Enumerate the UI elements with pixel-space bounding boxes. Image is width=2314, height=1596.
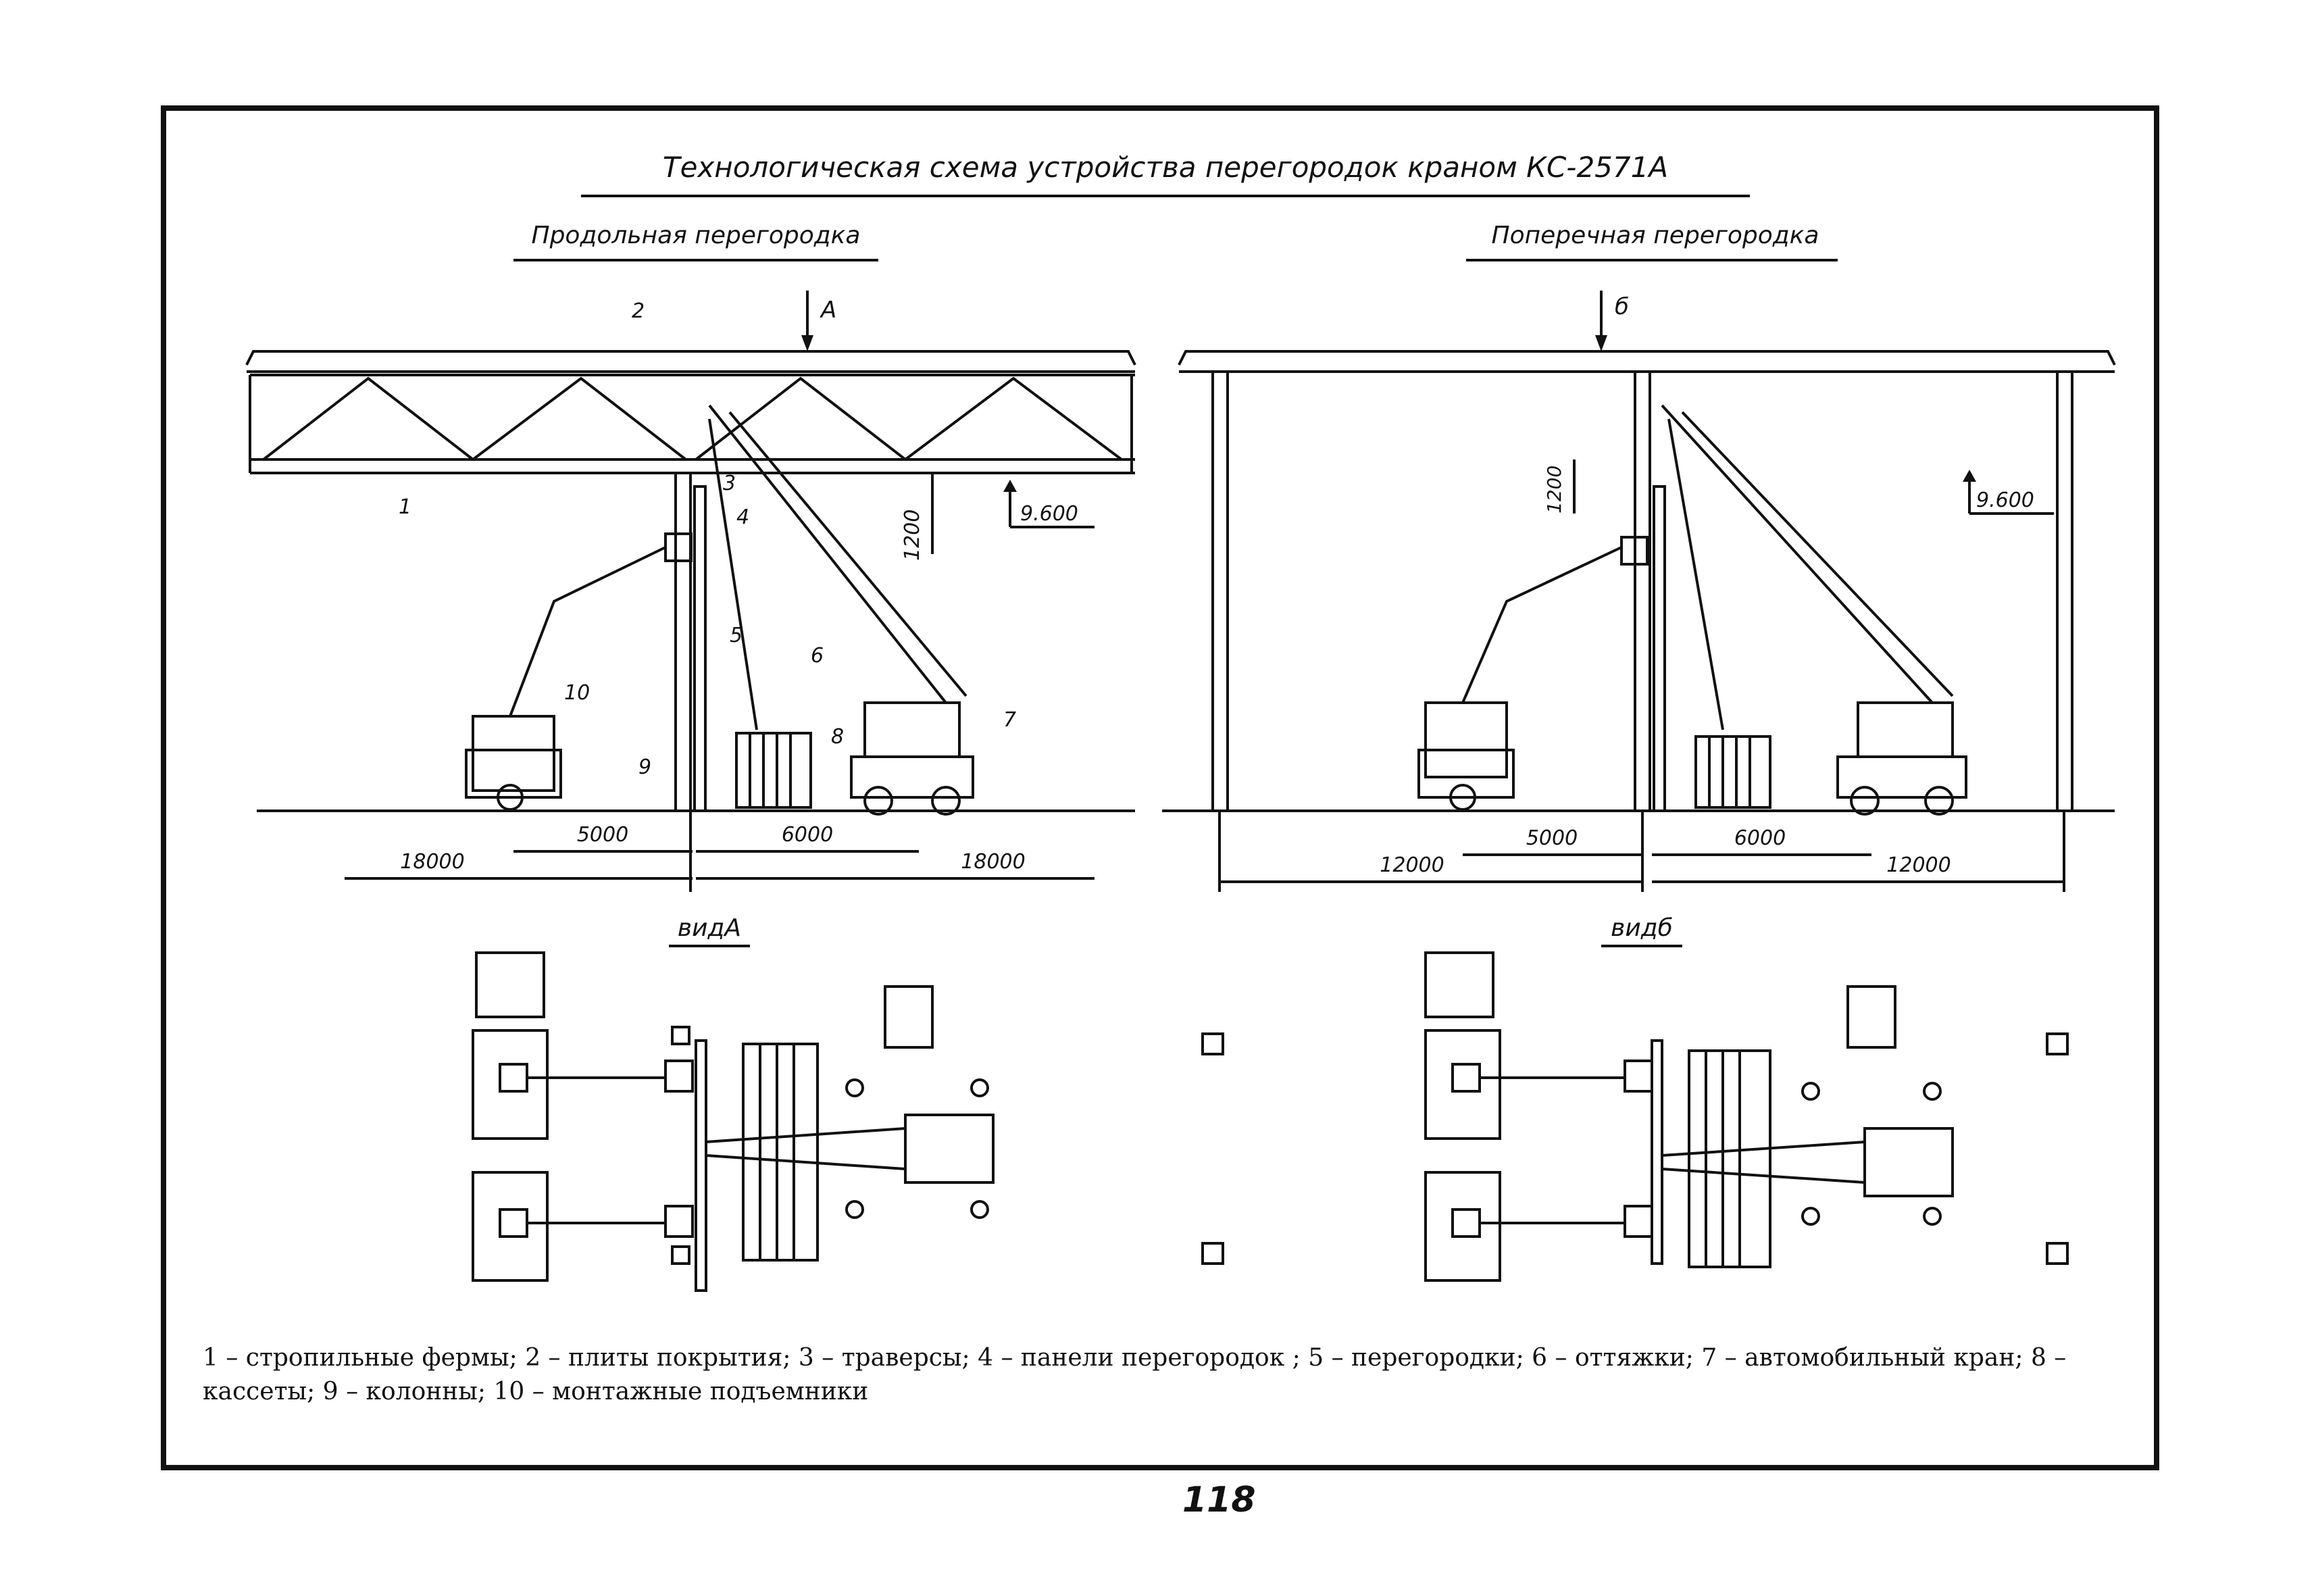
callout-1: 1 [399, 495, 411, 519]
lifter-plan-2 [472, 1171, 549, 1282]
callout-5: 5 [730, 624, 743, 647]
crane-wheel [863, 786, 893, 816]
column-middle [1634, 370, 1651, 812]
dim-18000-right-label: 18000 [961, 850, 1025, 874]
crane-boom-right [1661, 404, 1934, 704]
callout-9: 9 [638, 755, 651, 779]
crane-boom-plan-a [705, 1126, 907, 1171]
elevation-mark-left: 9.600 [1020, 502, 1078, 526]
column-plan-a [671, 1026, 690, 1045]
lifter-body-right [1424, 701, 1508, 778]
crane-body-plan-a [904, 1114, 995, 1184]
dim-5000-label: 5000 [577, 823, 628, 847]
roof-slab-left [245, 350, 1136, 366]
partition [693, 485, 707, 812]
right-elevation: 9.600 1200 б 5000 6000 12000 12000 [1162, 291, 2116, 892]
plan-view-b [1201, 951, 2069, 1282]
elevation-mark-right: 9.600 [1976, 489, 2034, 512]
cassette-right [1694, 735, 1771, 809]
column-plan-b-1 [1201, 1032, 1224, 1055]
lifter-arm-right [1461, 546, 1622, 703]
vertical-dim-right: 1200 [1543, 466, 1565, 514]
truck-crane-cab [863, 701, 961, 758]
lifter-cab-top [475, 951, 545, 1018]
arrow-label-a: А [820, 297, 836, 324]
lifter-plan-1 [472, 1029, 549, 1140]
left-elevation: 9.600 1200 А 5000 6000 18000 18000 [245, 291, 1136, 892]
drawing-title: Технологическая схема устройства перегор… [663, 151, 1668, 184]
dim-12000-right-label: 12000 [1886, 853, 1951, 877]
partition-right [1653, 485, 1666, 812]
plan-view-a [472, 951, 995, 1292]
right-heading: Поперечная перегородка [1492, 222, 1819, 249]
guy-rope [708, 418, 758, 730]
dim-12000-left-label: 12000 [1380, 853, 1444, 877]
dim-18000-left-label: 18000 [400, 850, 464, 874]
callout-3: 3 [723, 472, 736, 495]
column-right [2056, 370, 2073, 812]
view-a-label: видА [678, 914, 741, 942]
arrow-label-b: б [1615, 293, 1629, 320]
column [674, 472, 692, 812]
callouts: 1 2 3 4 5 6 7 8 9 10 [399, 299, 1016, 779]
roof-slab-right [1178, 350, 2116, 366]
crane-boom [708, 404, 947, 704]
dim-6000-right-label: 6000 [1734, 826, 1786, 850]
drawing-frame [161, 105, 2159, 1470]
lifter-arm [509, 546, 666, 717]
column-left [1211, 370, 1229, 812]
callout-8: 8 [831, 725, 844, 749]
truck-crane-cab-right [1857, 701, 1954, 758]
callout-6: 6 [811, 644, 824, 668]
partition-plan-a [695, 1039, 707, 1292]
lifter-platform [664, 532, 693, 562]
callout-4: 4 [736, 505, 749, 529]
callout-2: 2 [632, 299, 645, 323]
page-number: 118 [1182, 1480, 1256, 1520]
legend-caption: 1 – стропильные фермы; 2 – плиты покрыти… [203, 1344, 2067, 1405]
left-heading: Продольная перегородка [532, 222, 861, 249]
dim-5000-right-label: 5000 [1526, 826, 1578, 850]
crane-cab-plan-a [884, 985, 934, 1049]
cassette [735, 732, 812, 809]
dim-6000-label: 6000 [782, 823, 833, 847]
callout-10: 10 [564, 681, 590, 705]
lifter-body [472, 715, 555, 792]
vertical-dim-left: 1200 [901, 509, 924, 561]
cassette-plan-a [742, 1043, 819, 1262]
view-b-label: видб [1611, 914, 1673, 942]
callout-7: 7 [1003, 708, 1016, 732]
truss-diagonals [262, 376, 687, 462]
